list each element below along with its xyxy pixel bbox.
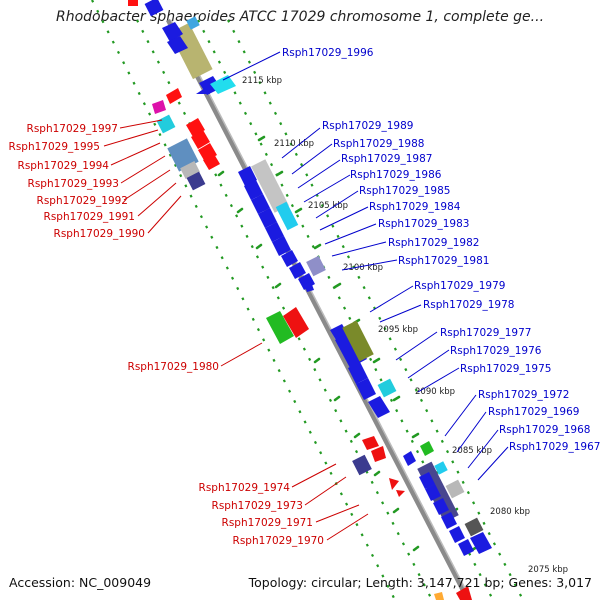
gene-label[interactable]: Rsph17029_1991 (44, 211, 135, 223)
kbp-label: 2105 kbp (308, 201, 348, 211)
gene-label[interactable]: Rsph17029_1994 (18, 160, 110, 172)
gene-label[interactable]: Rsph17029_1985 (359, 185, 450, 197)
gene-label[interactable]: Rsph17029_1996 (282, 47, 374, 59)
gene-label[interactable]: Rsph17029_1995 (9, 141, 100, 153)
gene-label[interactable]: Rsph17029_1980 (128, 361, 219, 373)
gene-label[interactable]: Rsph17029_1975 (460, 363, 551, 375)
gene-label[interactable]: Rsph17029_1981 (398, 255, 489, 267)
gene-feature-plus[interactable] (403, 441, 492, 600)
outer-guide-right (227, 19, 524, 600)
gene-label[interactable]: Rsph17029_1970 (233, 535, 324, 547)
gene-feature-1980[interactable] (266, 307, 309, 344)
gene-label[interactable]: Rsph17029_1968 (499, 424, 590, 436)
gene-label[interactable]: Rsph17029_1997 (27, 123, 118, 135)
gene-label[interactable]: Rsph17029_1974 (199, 482, 291, 494)
map-title: Rhodobacter sphaeroides ATCC 17029 chrom… (55, 9, 545, 25)
kbp-label: 2085 kbp (452, 446, 492, 456)
kbp-label: 2115 kbp (242, 76, 282, 86)
kbp-label: 2080 kbp (490, 507, 530, 517)
gene-label[interactable]: Rsph17029_1971 (222, 517, 313, 529)
plus-leaders (222, 51, 509, 481)
kbp-label: 2075 kbp (528, 565, 568, 575)
gene-label[interactable]: Rsph17029_1992 (37, 195, 128, 207)
gene-feature-plus[interactable] (330, 320, 397, 418)
inner-guide-left (136, 19, 433, 600)
kbp-label: 2095 kbp (378, 325, 418, 335)
genome-summary: Topology: circular; Length: 3,147,721 bp… (248, 575, 592, 590)
gene-label[interactable]: Rsph17029_1979 (414, 280, 505, 292)
kbp-scale: 2115 kbp 2110 kbp 2105 kbp 2100 kbp 2095… (242, 76, 568, 575)
gene-label[interactable]: Rsph17029_1969 (488, 406, 579, 418)
gene-feature-plus[interactable] (162, 22, 236, 95)
backbone-shadow (170, 19, 472, 600)
gene-label[interactable]: Rsph17029_1967 (509, 441, 600, 453)
gene-label[interactable]: Rsph17029_1990 (54, 228, 145, 240)
gene-feature-minus[interactable] (352, 436, 405, 497)
kbp-label: 2110 kbp (274, 139, 314, 149)
gene-label[interactable]: Rsph17029_1973 (212, 500, 303, 512)
gene-feature-minus[interactable] (152, 88, 220, 191)
gene-label[interactable]: Rsph17029_1977 (440, 327, 531, 339)
gene-label[interactable]: Rsph17029_1993 (28, 178, 119, 190)
minus-gene-labels: Rsph17029_1997 Rsph17029_1995 Rsph17029_… (9, 123, 324, 547)
gene-label[interactable]: Rsph17029_1987 (341, 153, 432, 165)
gene-label[interactable]: Rsph17029_1982 (388, 237, 479, 249)
gene-label[interactable]: Rsph17029_1986 (350, 169, 442, 181)
gene-label[interactable]: Rsph17029_1989 (322, 120, 413, 132)
kbp-label: 2090 kbp (415, 387, 455, 397)
gene-feature-plus[interactable] (238, 159, 326, 292)
gene-label[interactable]: Rsph17029_1984 (369, 201, 461, 213)
plus-gene-labels: Rsph17029_1996 Rsph17029_1989 Rsph17029_… (282, 47, 600, 453)
accession-text: Accession: NC_009049 (9, 575, 152, 590)
gene-label[interactable]: Rsph17029_1978 (423, 299, 514, 311)
gene-label[interactable]: Rsph17029_1983 (378, 218, 469, 230)
genome-backbone (166, 18, 470, 600)
gene-label[interactable]: Rsph17029_1988 (333, 138, 424, 150)
gene-label[interactable]: Rsph17029_1976 (450, 345, 542, 357)
gene-label[interactable]: Rsph17029_1972 (478, 389, 569, 401)
minus-leaders (103, 119, 369, 541)
kbp-label: 2100 kbp (343, 263, 383, 273)
